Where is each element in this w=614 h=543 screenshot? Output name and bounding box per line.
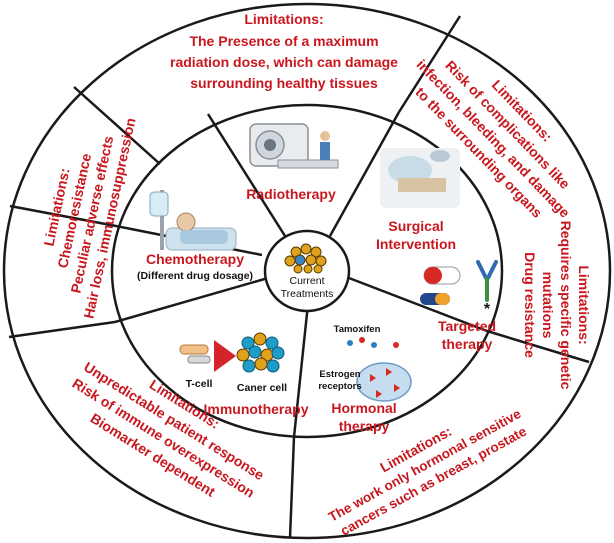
estrogen-label-line1: Estrogen bbox=[319, 369, 360, 380]
svg-text:surrounding healthy tissues: surrounding healthy tissues bbox=[190, 75, 378, 91]
tamoxifen-molecule-icon bbox=[347, 337, 399, 348]
svg-text:Limitations:: Limitations: bbox=[576, 265, 592, 344]
capsule-icon bbox=[420, 266, 461, 305]
chemotherapy-patient-icon bbox=[149, 190, 237, 251]
middle-ring bbox=[110, 103, 504, 439]
surgical-label-line2: Intervention bbox=[376, 236, 456, 252]
targeted-label-line1: Targeted bbox=[438, 318, 496, 334]
estrogen-label-line2: receptors bbox=[318, 381, 361, 392]
svg-text:Drug resistance: Drug resistance bbox=[522, 252, 538, 358]
center-label-line2: Treatments bbox=[281, 288, 334, 300]
immunotherapy-label: Immunotherapy bbox=[203, 401, 308, 417]
hormonal-label-line1: Hormonal bbox=[331, 400, 396, 416]
cell-cluster-icon bbox=[284, 243, 327, 274]
antibody-icon bbox=[476, 260, 498, 302]
tamoxifen-label: Tamoxifen bbox=[334, 324, 381, 335]
hormonal-label-line2: therapy bbox=[339, 418, 390, 434]
center-hub: Current Treatments bbox=[263, 229, 351, 313]
cancer-cell-label: Caner cell bbox=[237, 382, 287, 394]
radiotherapy-label: Radiotherapy bbox=[246, 186, 336, 202]
center-label-line1: Current bbox=[289, 275, 324, 287]
limitation-radiotherapy: Limitations: The Presence of a maximum r… bbox=[170, 11, 398, 91]
svg-text:Limitations:: Limitations: bbox=[244, 11, 323, 27]
limitation-targeted: Limitations: Requires specific genetic m… bbox=[522, 221, 592, 390]
radiotherapy-machine-icon bbox=[249, 123, 339, 169]
chemotherapy-sublabel: (Different drug dosage) bbox=[137, 270, 253, 282]
svg-text:mutations: mutations bbox=[540, 272, 556, 339]
svg-text:radiation dose, which can dama: radiation dose, which can damage bbox=[170, 54, 398, 70]
t-cell-label: T-cell bbox=[186, 378, 213, 390]
targeted-label-line2: therapy bbox=[442, 336, 493, 352]
chemotherapy-label: Chemotherapy bbox=[146, 251, 244, 267]
asterisk-mark: * bbox=[484, 301, 491, 318]
cell-receptor-icon bbox=[356, 362, 412, 402]
t-cell-icon bbox=[179, 340, 236, 372]
cancer-cell-cluster-icon bbox=[236, 332, 285, 373]
outer-dividers bbox=[8, 15, 590, 539]
surgery-scene-icon bbox=[380, 148, 460, 208]
surgical-label-line1: Surgical bbox=[388, 218, 443, 234]
svg-text:Requires specific genetic: Requires specific genetic bbox=[558, 221, 574, 390]
svg-text:The Presence of a maximum: The Presence of a maximum bbox=[189, 33, 378, 49]
